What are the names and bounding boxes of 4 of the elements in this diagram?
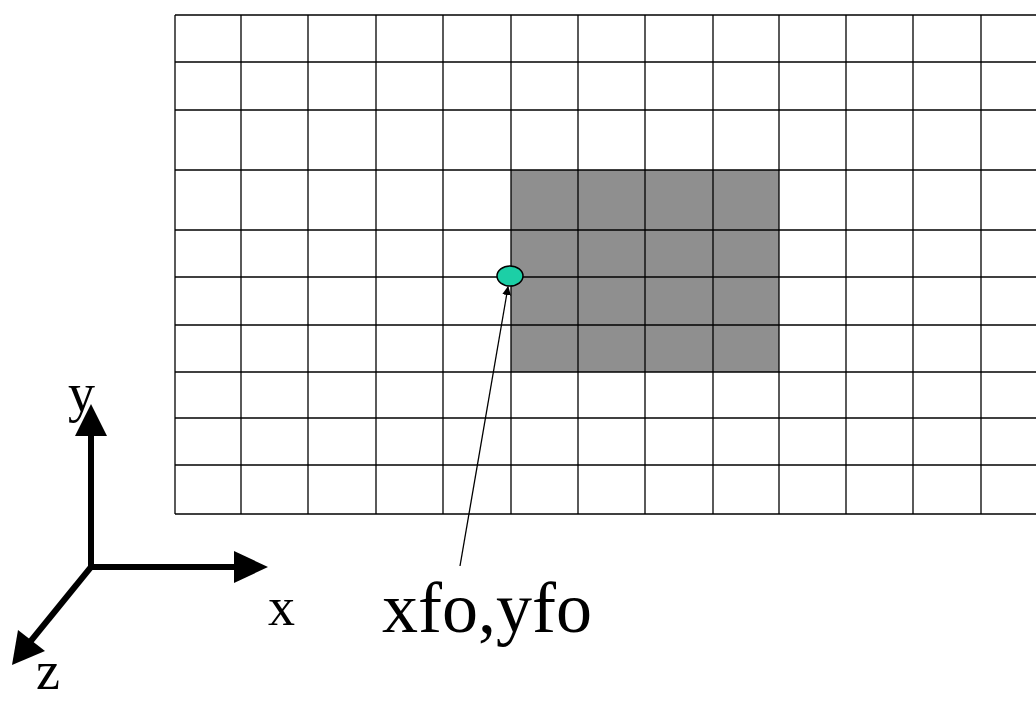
axis-label: z bbox=[36, 644, 60, 698]
axis-label: x bbox=[268, 580, 295, 634]
point-marker bbox=[496, 265, 524, 287]
leader-arrow bbox=[459, 286, 512, 567]
